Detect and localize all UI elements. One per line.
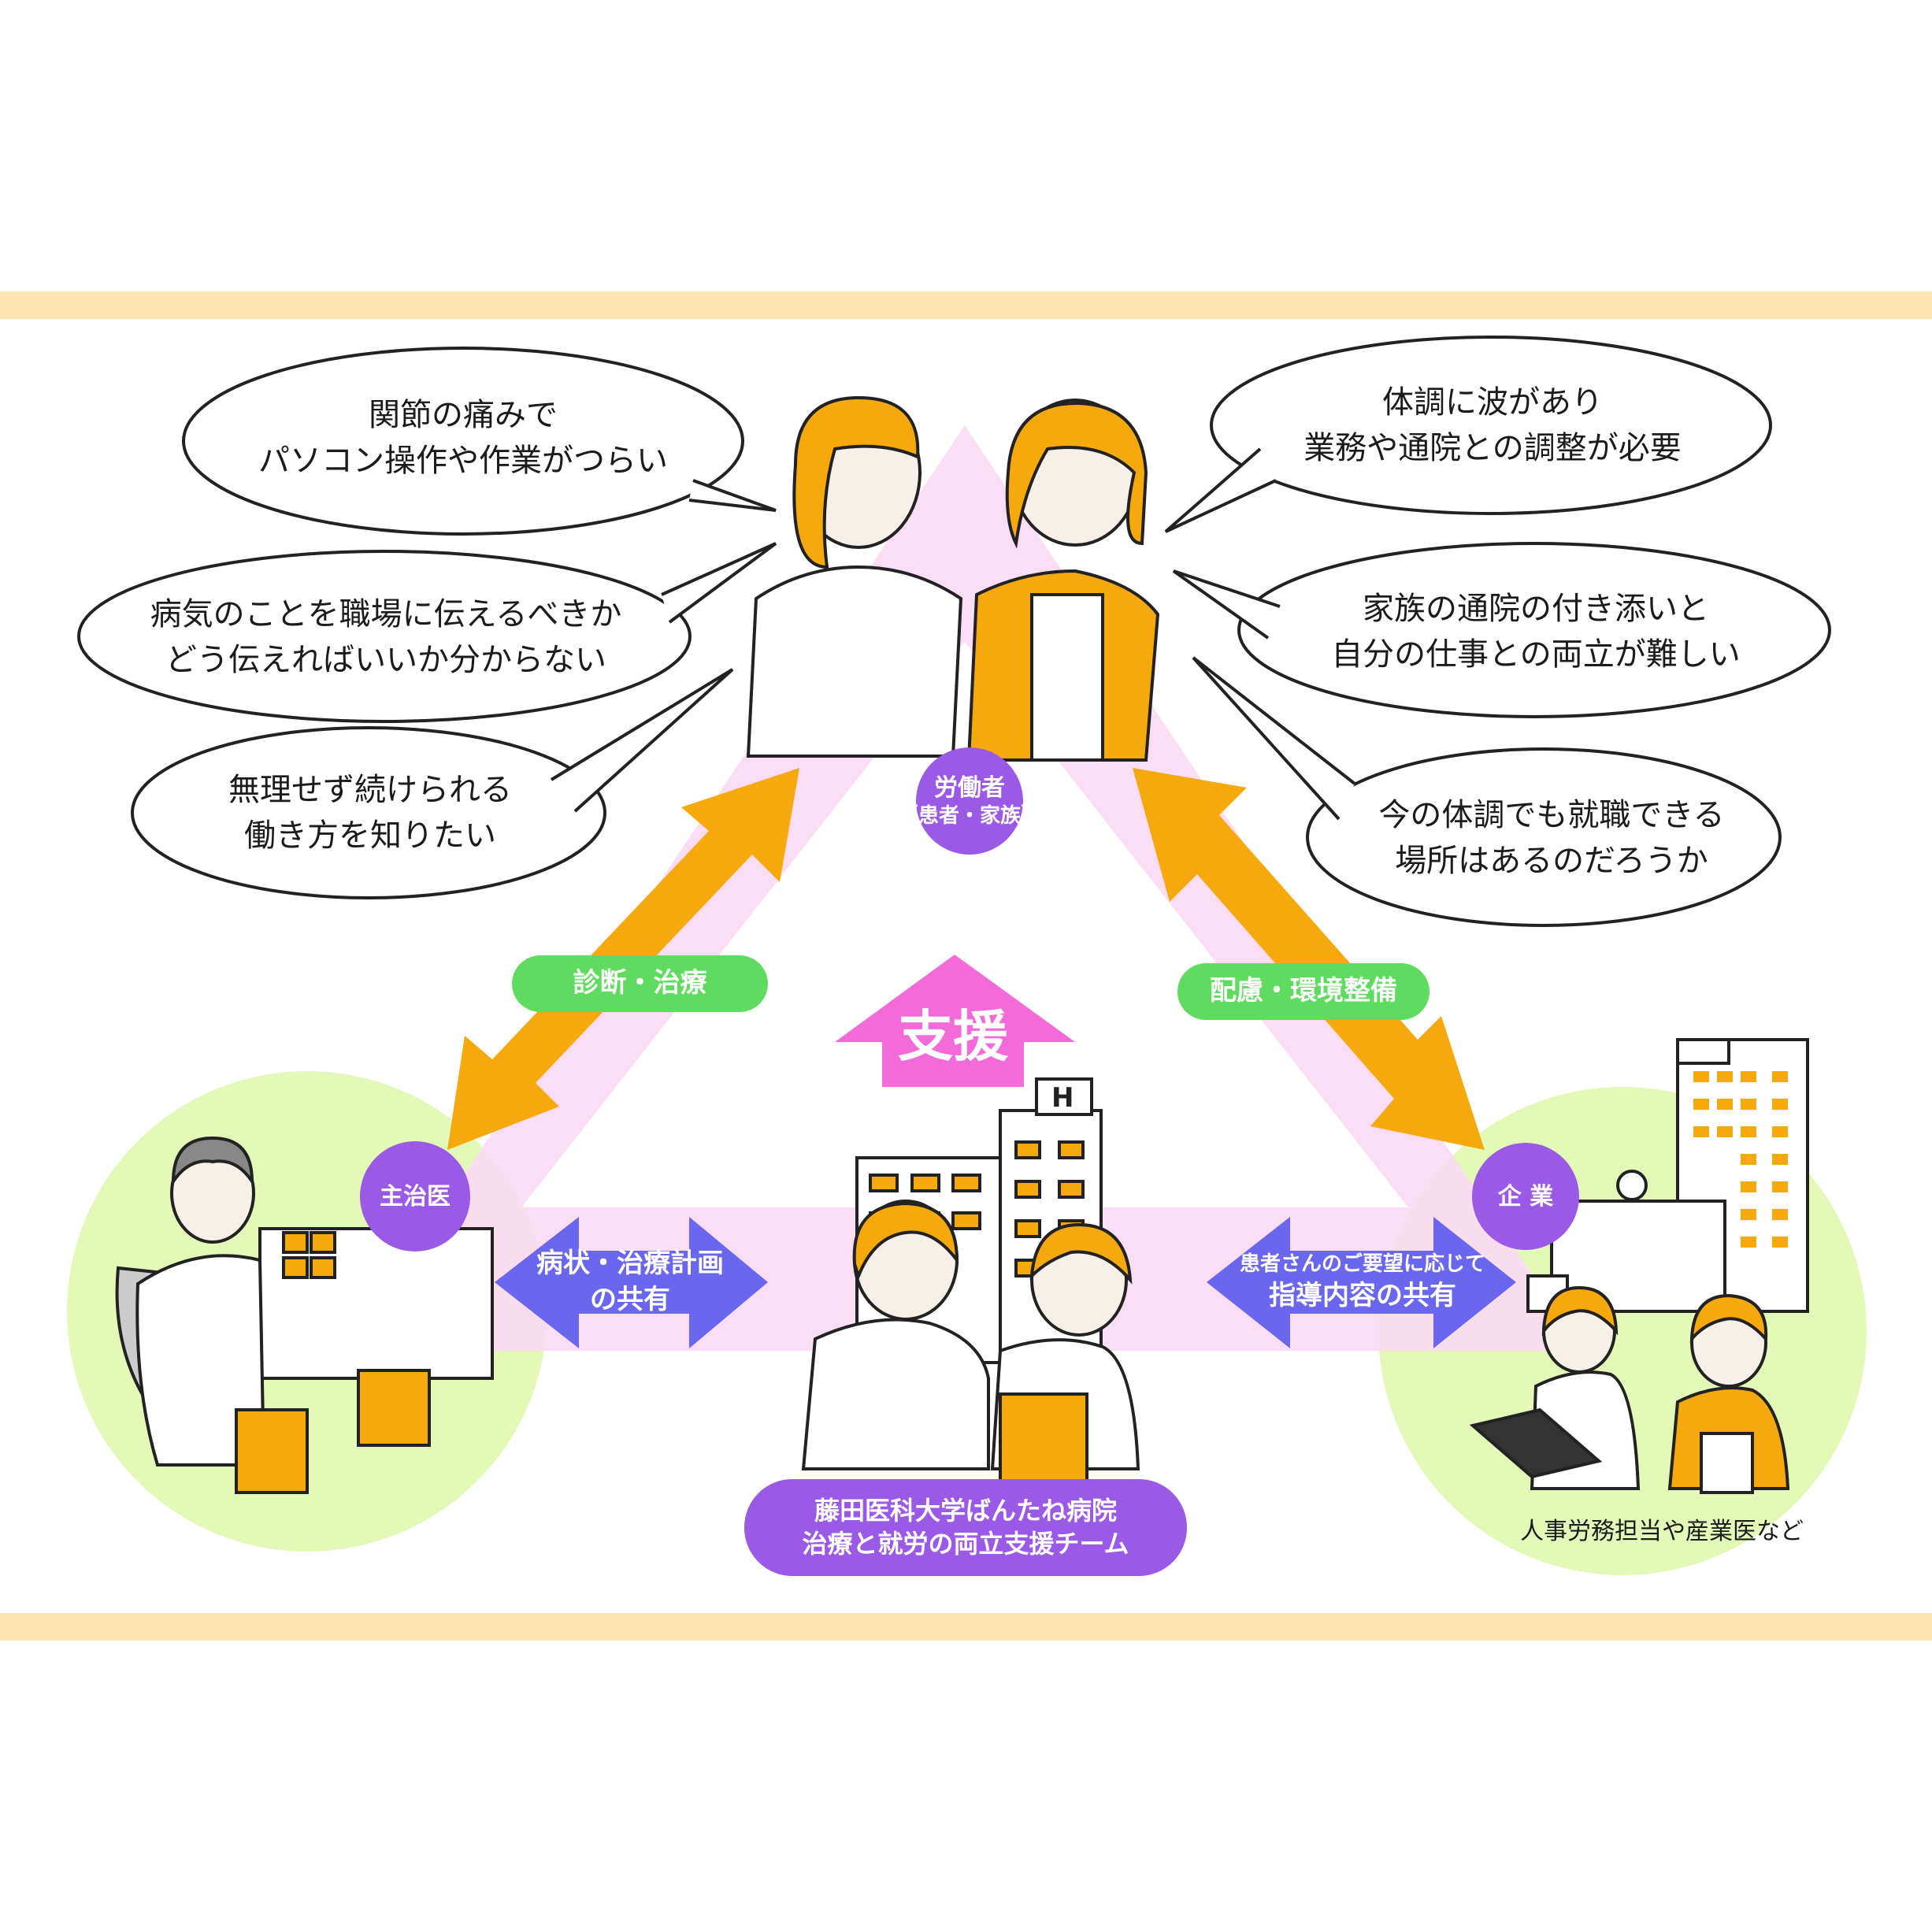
company-buildings: [1526, 1038, 1809, 1313]
bubble-1-line-2: パソコン操作や作業がつらい: [258, 443, 668, 479]
left-arrow-line-1: 病状・治療計画: [536, 1248, 724, 1280]
right-arrow-line-2: 指導内容の共有: [1269, 1279, 1456, 1311]
bubble-3-line-2: 働き方を知りたい: [244, 818, 496, 854]
bubble-5-line-1: 家族の通院の付き添いと: [1363, 591, 1709, 627]
blue-arrow-left: [495, 1217, 768, 1348]
bubble-2-text: 病気のことを職場に伝えるべきか どう伝えればいいか分からない: [102, 587, 669, 688]
node-worker-label: 労働者 （患者・家族）: [898, 760, 1041, 842]
pill-diagnosis-text: 診断・治療: [573, 967, 707, 999]
bubble-3-line-1: 無理せず続けられる: [228, 772, 512, 808]
right-arrow-line-1: 患者さんのご要望に応じて: [1239, 1252, 1485, 1276]
bubble-1-line-1: 関節の痛みで: [369, 397, 558, 433]
node-doctor-label: 主治医: [360, 1173, 470, 1220]
doctor-figure: [115, 1136, 494, 1494]
node-doctor-circle: [360, 1141, 470, 1252]
bubble-6-text: 今の体調でも就職できる 場所はあるのだろうか: [1339, 788, 1764, 888]
support-arrow: [835, 955, 1075, 1087]
pill-diagnosis-label: 診断・治療: [512, 955, 768, 1012]
pill-accommodation-label: 配慮・環境整備: [1177, 963, 1430, 1020]
left-arrow-label: 病状・治療計画 の共有: [520, 1248, 740, 1315]
node-worker-line-2: （患者・家族）: [898, 803, 1042, 828]
right-arrow-label: 患者さんのご要望に応じて 指導内容の共有: [1229, 1251, 1496, 1314]
node-hospital-pill: [744, 1479, 1187, 1576]
speech-bubbles: [77, 336, 1831, 927]
node-doctor-text: 主治医: [380, 1182, 451, 1211]
blue-arrow-right: [1207, 1217, 1516, 1348]
bubble-4-text: 体調に波があり 業務や通院との調整が必要: [1237, 375, 1748, 476]
pill-accommodation-text: 配慮・環境整備: [1210, 975, 1397, 1007]
node-hospital-label: 藤田医科大学ばんたね病院 治療と就労の両立支援チーム: [744, 1481, 1187, 1575]
bubble-5-line-2: 自分の仕事との両立が難しい: [1331, 636, 1741, 673]
svg-text:H: H: [1051, 1082, 1074, 1114]
node-worker-line-1: 労働者: [934, 773, 1005, 802]
orange-arrow-right: [1133, 768, 1485, 1150]
bubble-2-line-2: どう伝えればいいか分からない: [165, 642, 606, 678]
bubble-4-line-1: 体調に波があり: [1382, 384, 1603, 421]
bubble-3: [131, 726, 606, 899]
company-caption: 人事労務担当や産業医など: [1496, 1514, 1827, 1550]
node-worker-circle: [916, 747, 1023, 855]
bubble-1: [182, 347, 744, 536]
bubble-6-line-1: 今の体調でも就職できる: [1378, 797, 1725, 833]
hospital-team-figures: [801, 1200, 1140, 1486]
node-hospital-line-2: 治療と就労の両立支援チーム: [802, 1529, 1129, 1559]
pill-diagnosis: [512, 955, 768, 1012]
node-company-circle: [1472, 1143, 1579, 1250]
bubble-2-line-1: 病気のことを職場に伝えるべきか: [150, 596, 622, 632]
bubble-4-line-2: 業務や通院との調整が必要: [1303, 430, 1682, 466]
support-text: 支援: [898, 1004, 1008, 1070]
worker-figures: [746, 395, 1160, 762]
node-company-text: 企 業: [1497, 1182, 1554, 1211]
bubble-4: [1210, 336, 1772, 515]
company-caption-text: 人事労務担当や産業医など: [1520, 1518, 1804, 1546]
node-hospital-line-1: 藤田医科大学ばんたね病院: [814, 1496, 1117, 1526]
bubble-6: [1306, 747, 1782, 927]
pill-accommodation: [1177, 963, 1430, 1020]
bottom-band: [0, 1613, 1932, 1641]
left-arrow-line-2: の共有: [590, 1284, 670, 1315]
bubble-5-text: 家族の通院の付き添いと 自分の仕事との両立が難しい: [1260, 581, 1811, 682]
bubble-5: [1237, 542, 1831, 718]
support-label: 支援: [882, 994, 1024, 1081]
bubble-2: [77, 550, 692, 723]
bubble-3-text: 無理せず続けられる 働き方を知りたい: [158, 762, 583, 863]
node-company-label: 企 業: [1472, 1173, 1579, 1220]
company-staff-figures: [1469, 1285, 1790, 1494]
top-band: [0, 291, 1932, 319]
bubble-1-text: 関節の痛みで パソコン操作や作業がつらい: [211, 388, 715, 488]
bubble-6-line-2: 場所はあるのだろうか: [1395, 843, 1708, 879]
